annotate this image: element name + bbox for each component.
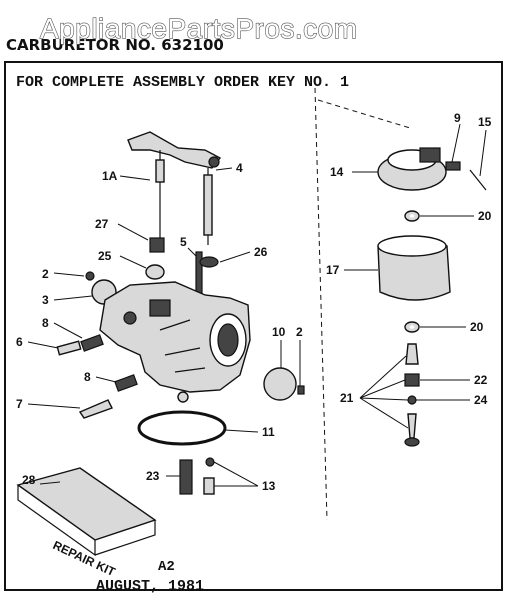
callout-20-lower: 20 xyxy=(470,320,484,334)
parts-13 xyxy=(203,457,215,495)
spring-27 xyxy=(149,237,165,253)
throttle-lever xyxy=(127,131,222,240)
screw-7 xyxy=(78,399,113,419)
callout-1a: 1A xyxy=(102,169,118,183)
plug-2-left xyxy=(85,271,95,281)
washer-20-lower xyxy=(404,321,420,333)
assembly-note: FOR COMPLETE ASSEMBLY ORDER KEY NO. 1 xyxy=(16,74,349,91)
callout-10: 10 xyxy=(272,325,286,339)
callout-2-left: 2 xyxy=(42,267,49,281)
callout-13: 13 xyxy=(262,479,276,493)
diagram-date: AUGUST, 1981 xyxy=(96,578,204,595)
callout-23: 23 xyxy=(146,469,160,483)
section-divider xyxy=(314,87,328,521)
pin-15 xyxy=(469,169,487,191)
callout-3: 3 xyxy=(42,293,49,307)
callout-8-lower: 8 xyxy=(84,370,91,384)
callout-14: 14 xyxy=(330,165,344,179)
callout-4: 4 xyxy=(236,161,243,175)
callout-7: 7 xyxy=(16,397,23,411)
callout-9: 9 xyxy=(454,111,461,125)
callout-21: 21 xyxy=(340,391,354,405)
callout-6: 6 xyxy=(16,335,23,349)
carburetor-body xyxy=(99,281,251,403)
gasket-11 xyxy=(137,410,227,446)
spring-8-lower xyxy=(114,374,138,392)
callout-27: 27 xyxy=(95,217,109,231)
callout-25: 25 xyxy=(98,249,112,263)
divider-leader xyxy=(317,99,411,129)
callout-24: 24 xyxy=(474,393,488,407)
callout-17: 17 xyxy=(326,263,340,277)
callout-15: 15 xyxy=(478,115,492,129)
callout-22: 22 xyxy=(474,373,488,387)
diaphragm-10 xyxy=(263,367,297,401)
kit-label: REPAIR KIT xyxy=(51,538,118,579)
choke-shaft xyxy=(203,168,213,245)
carburetor-title: CARBURETOR NO. 632100 xyxy=(6,36,224,54)
diagram-frame xyxy=(4,61,503,591)
needle-5 xyxy=(195,251,203,295)
callout-8-upper: 8 xyxy=(42,316,49,330)
watermark: AppliancePartsPros.com xyxy=(40,13,358,44)
bushing-26 xyxy=(199,256,219,268)
repair-kit-28: REPAIR KIT xyxy=(16,467,157,579)
callout-2-right: 2 xyxy=(296,325,303,339)
spring-9 xyxy=(445,161,461,171)
spring-8-upper xyxy=(80,334,104,352)
plug-2-right xyxy=(297,385,305,395)
diagram-code: A2 xyxy=(158,559,175,575)
jet-23 xyxy=(179,459,193,495)
washer-20-upper xyxy=(404,210,420,222)
bowl-cover-14 xyxy=(377,147,447,191)
callout-28: 28 xyxy=(22,473,36,487)
callout-26: 26 xyxy=(254,245,268,259)
leader-lines xyxy=(27,123,487,487)
float-bowl-17 xyxy=(377,235,451,301)
callout-11: 11 xyxy=(262,425,275,439)
valve-stack-21 xyxy=(404,343,420,447)
screw-6 xyxy=(56,340,82,356)
callout-5: 5 xyxy=(180,235,187,249)
callout-20-upper: 20 xyxy=(478,209,492,223)
seal-25 xyxy=(145,264,165,280)
